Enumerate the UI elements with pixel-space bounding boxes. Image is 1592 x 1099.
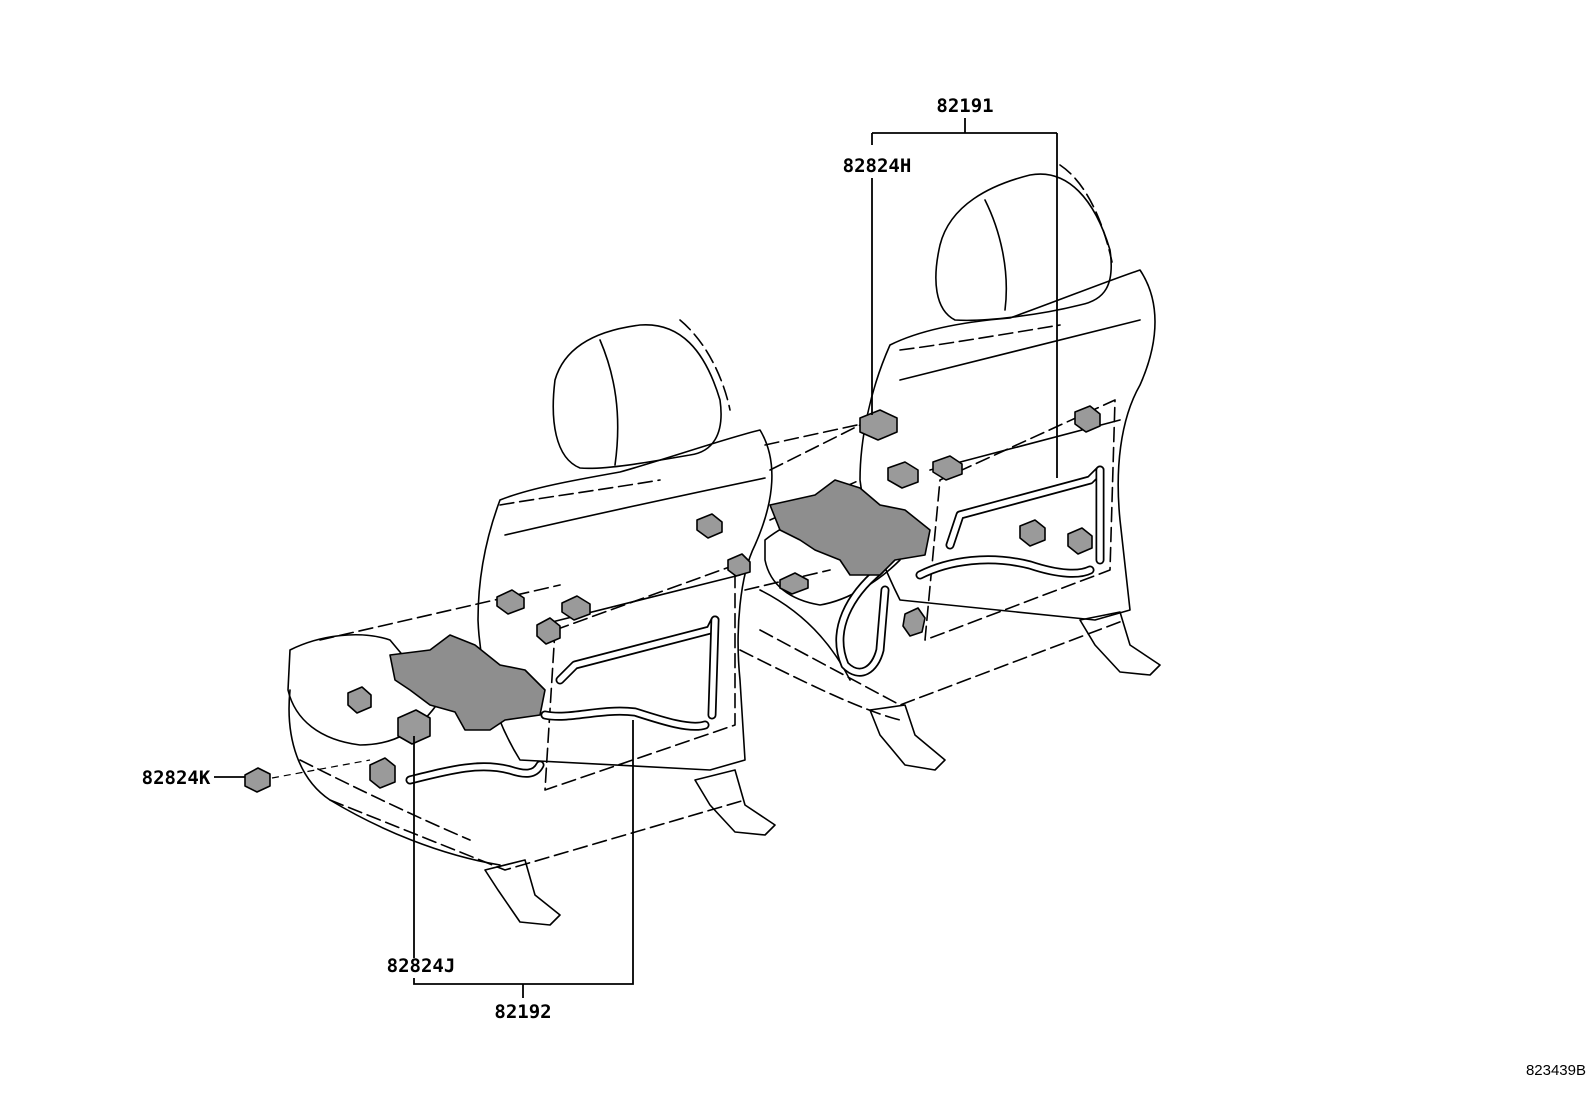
leader-lines [214,118,1058,998]
label-82824h: 82824H [843,155,912,177]
left-seat-back [477,429,773,771]
figure-reference: 823439B [1526,1062,1586,1079]
connector-82824j [397,709,431,745]
wire-harness-right [835,465,1105,677]
label-82192: 82192 [494,1001,551,1023]
label-82824j: 82824J [387,955,456,977]
right-seat-back [859,269,1156,621]
connector-82824k [244,767,271,793]
left-seat-headrest [552,324,722,470]
label-82824k: 82824K [142,767,211,789]
left-seat-motor-unit [389,634,546,731]
right-seat-motor-unit [769,479,931,576]
left-seat-front-rail [484,859,561,926]
connector-82824h [859,409,898,441]
left-seat [287,319,881,926]
right-seat-front-rail [869,704,946,771]
right-seat-headrest [935,173,1112,322]
label-82191: 82191 [936,95,993,117]
wire-harness-left [405,615,720,785]
connectors [244,405,1101,793]
